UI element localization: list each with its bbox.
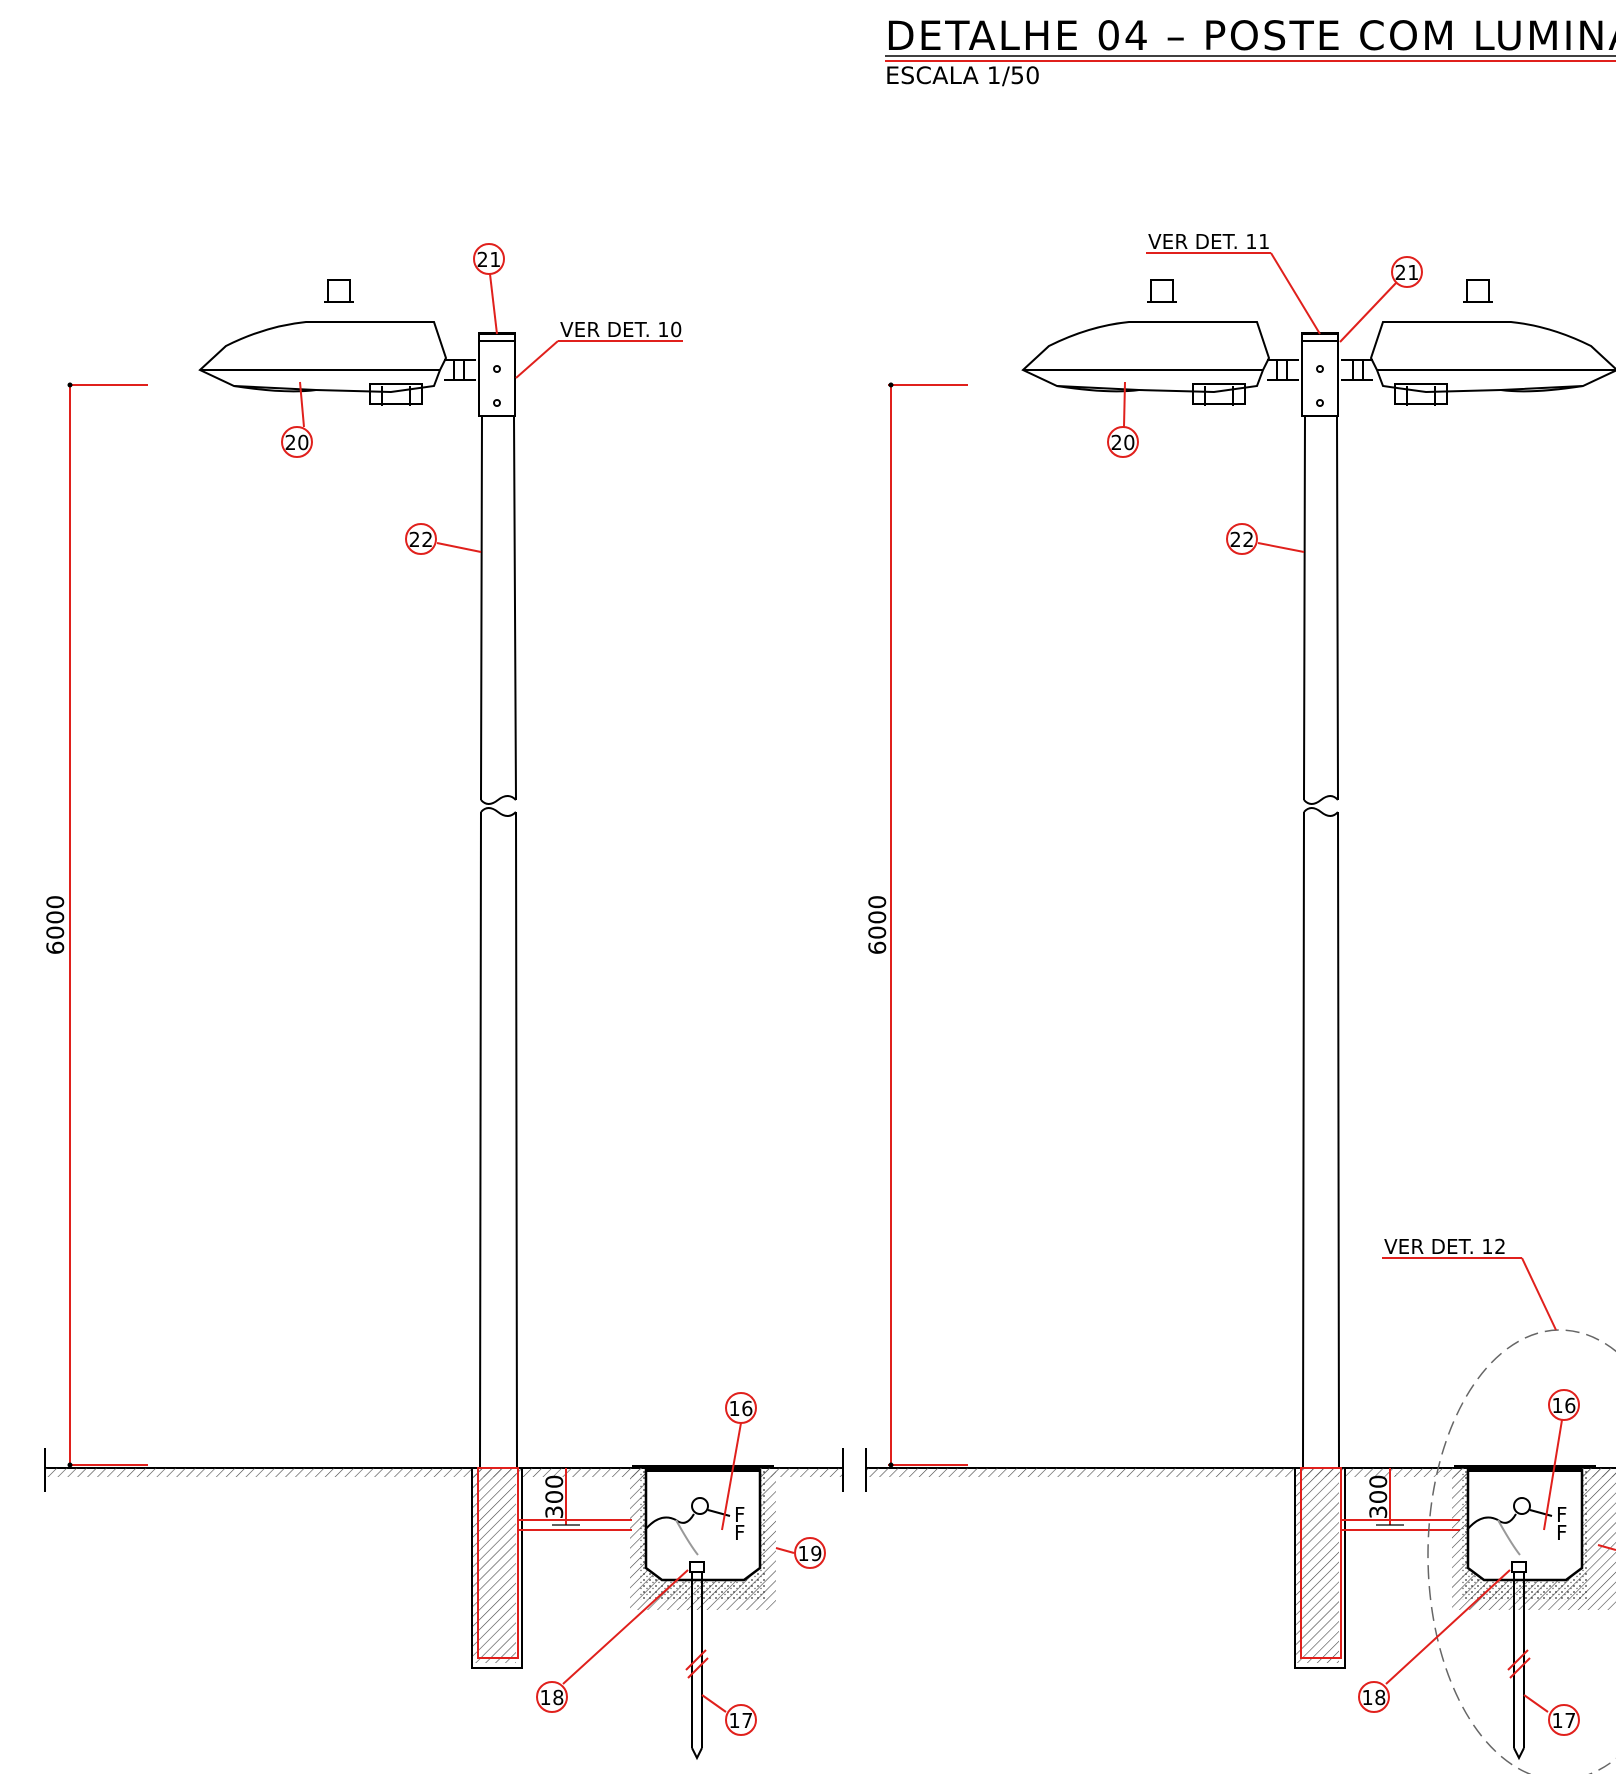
callout-17-2: 17 (1551, 1709, 1576, 1733)
pole-bracket-2 (1301, 333, 1339, 417)
pole-bracket (478, 333, 516, 417)
callout-16-2: 16 (1551, 1394, 1576, 1418)
height-dimension: 6000 (42, 894, 70, 955)
callout-21: 21 (476, 248, 501, 272)
view-single-luminaire: 6000 300 F F (42, 243, 844, 1761)
depth-dimension: 300 (541, 1474, 569, 1520)
drawing-title: DETALHE 04 – POSTE COM LUMINÁRIA (885, 12, 1616, 60)
callout-22-2: 22 (1229, 528, 1254, 552)
callout-19: 19 (797, 1542, 822, 1566)
box-mark-f2-2: F (1556, 1521, 1568, 1545)
view-double-luminaire: 6000 300 F F (864, 230, 1616, 1774)
ref-det11: VER DET. 11 (1148, 230, 1271, 254)
callout-18-2: 18 (1361, 1686, 1386, 1710)
callout-20: 20 (284, 431, 309, 455)
callout-21-2: 21 (1394, 261, 1419, 285)
pole-shaft-lower (479, 811, 518, 1469)
ref-det10: VER DET. 10 (560, 318, 683, 342)
callout-22: 22 (408, 528, 433, 552)
callout-18: 18 (539, 1686, 564, 1710)
ref-det12: VER DET. 12 (1384, 1235, 1507, 1259)
depth-dimension-2: 300 (1365, 1474, 1393, 1520)
height-dimension-2: 6000 (864, 894, 892, 955)
box-mark-f1: F (734, 1503, 746, 1527)
box-mark-f2: F (734, 1521, 746, 1545)
drawing-scale: ESCALA 1/50 (885, 62, 1040, 90)
callout-20-2: 20 (1110, 431, 1135, 455)
detail-12-boundary (1427, 1329, 1616, 1774)
callout-17: 17 (728, 1709, 753, 1733)
box-mark-f1-2: F (1556, 1503, 1568, 1527)
callout-16: 16 (728, 1397, 753, 1421)
pole-shaft-upper (480, 415, 517, 801)
